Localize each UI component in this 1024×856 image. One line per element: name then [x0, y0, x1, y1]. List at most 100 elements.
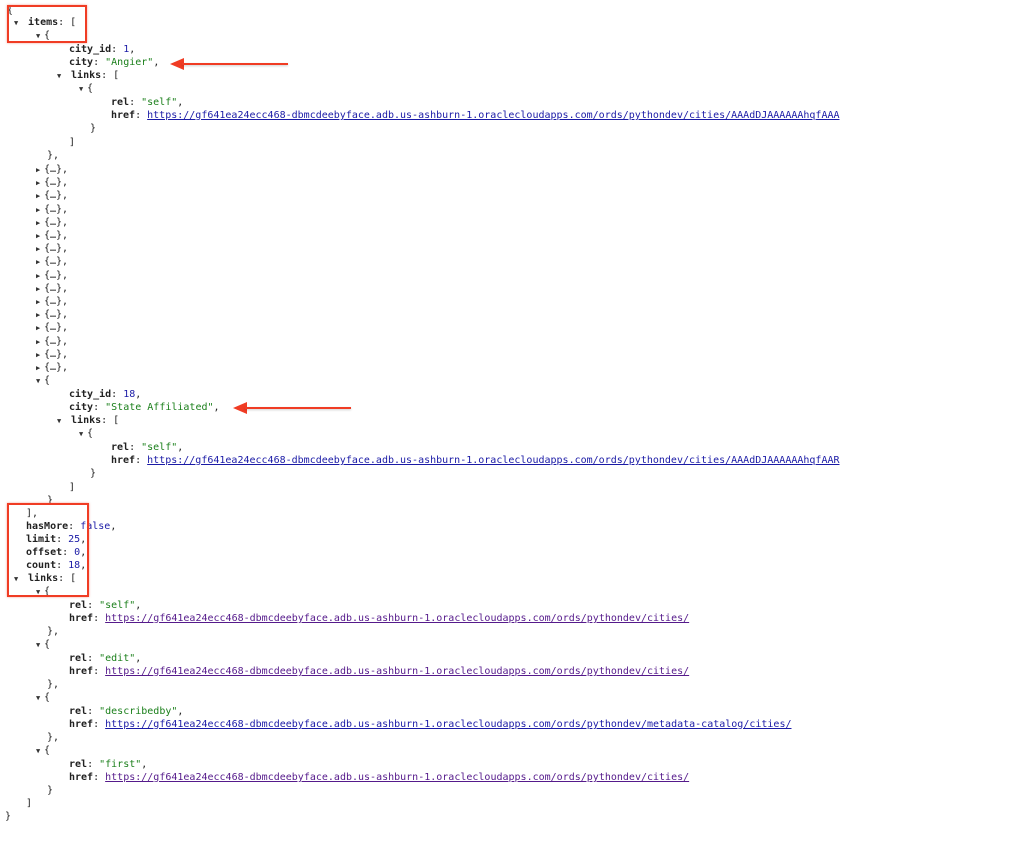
collapsed-item[interactable]: ▶{…},: [36, 164, 69, 175]
expanded-toggle-icon[interactable]: ▼: [36, 641, 41, 649]
collapsed-item[interactable]: ▶{…},: [36, 190, 69, 202]
expanded-toggle-icon[interactable]: ▼: [36, 747, 41, 755]
item-18-link-close: }: [90, 468, 97, 479]
meta-count: count: 18,: [26, 560, 87, 571]
collapsed-item[interactable]: ▶{…},: [36, 203, 69, 215]
collapsed-item[interactable]: ▶{…},: [36, 296, 69, 307]
link-edit-open[interactable]: ▼{: [36, 639, 51, 650]
item-1-open[interactable]: ▼{: [36, 30, 51, 41]
link-first-href: href: https://gf641ea24ecc468-dbmcdeebyf…: [69, 772, 690, 783]
link-edit-close: },: [47, 679, 60, 690]
collapsed-toggle-icon[interactable]: ▶: [36, 192, 41, 201]
item-18-link-rel: rel: "self",: [111, 442, 184, 453]
expanded-toggle-icon[interactable]: ▼: [57, 72, 62, 80]
root-close-brace: }: [5, 811, 12, 822]
link-edit-rel: rel: "edit",: [69, 653, 142, 664]
item-18-city: city: "State Affiliated",: [69, 402, 220, 413]
item-18-open[interactable]: ▼{: [36, 375, 51, 386]
meta-offset: offset: 0,: [26, 547, 87, 558]
expanded-toggle-icon[interactable]: ▼: [79, 85, 84, 93]
link-describedby-rel: rel: "describedby",: [69, 706, 184, 717]
link-first-rel: rel: "first",: [69, 759, 148, 770]
expanded-toggle-icon[interactable]: ▼: [57, 417, 62, 425]
collapsed-toggle-icon[interactable]: ▶: [36, 166, 41, 174]
link-first-close: }: [47, 785, 54, 796]
link-self-close: },: [47, 626, 60, 637]
expanded-toggle-icon[interactable]: ▼: [36, 32, 41, 40]
link-edit-href: href: https://gf641ea24ecc468-dbmcdeebyf…: [69, 666, 690, 677]
collapsed-toggle-icon[interactable]: ▶: [36, 298, 41, 306]
href-link[interactable]: https://gf641ea24ecc468-dbmcdeebyface.ad…: [105, 719, 792, 730]
arrow-to-state-affiliated: [233, 402, 353, 414]
href-link[interactable]: https://gf641ea24ecc468-dbmcdeebyface.ad…: [105, 772, 690, 783]
item-18-links-close: ]: [69, 482, 76, 493]
collapsed-toggle-icon[interactable]: ▶: [36, 337, 41, 346]
collapsed-item[interactable]: ▶{…},: [36, 230, 69, 241]
link-describedby-href: href: https://gf641ea24ecc468-dbmcdeebyf…: [69, 719, 792, 730]
collapsed-toggle-icon[interactable]: ▶: [36, 179, 41, 188]
expanded-toggle-icon[interactable]: ▼: [36, 377, 41, 385]
item-1-close: },: [47, 150, 60, 161]
items-array-box: [7, 5, 87, 43]
collapsed-toggle-icon[interactable]: ▶: [36, 258, 41, 267]
arrow-to-angier: [170, 58, 290, 70]
item-18-links-header[interactable]: ▼ links: [: [57, 415, 120, 426]
collapsed-toggle-icon[interactable]: ▶: [36, 284, 41, 293]
item-1-city: city: "Angier",: [69, 57, 160, 68]
meta-links-close: ]: [26, 798, 33, 809]
collapsed-item[interactable]: ▶{…},: [36, 282, 69, 294]
collapsed-item[interactable]: ▶{…},: [36, 243, 69, 255]
collapsed-item[interactable]: ▶{…},: [36, 309, 69, 321]
item-1-link-href: href: https://gf641ea24ecc468-dbmcdeebyf…: [111, 110, 840, 121]
item-18-link-href: href: https://gf641ea24ecc468-dbmcdeebyf…: [111, 455, 840, 466]
item-1-link-open[interactable]: ▼{: [79, 83, 94, 94]
collapsed-toggle-icon[interactable]: ▶: [36, 364, 41, 372]
collapsed-toggle-icon[interactable]: ▶: [36, 218, 41, 227]
expanded-toggle-icon[interactable]: ▼: [79, 430, 84, 438]
item-1-links-close: ]: [69, 137, 76, 148]
collapsed-toggle-icon[interactable]: ▶: [36, 205, 41, 214]
item-1-link-close: }: [90, 123, 97, 134]
expanded-toggle-icon[interactable]: ▼: [14, 19, 19, 27]
items-array-header[interactable]: ▼ items: [: [14, 17, 77, 28]
expanded-toggle-icon[interactable]: ▼: [36, 694, 41, 702]
href-link[interactable]: https://gf641ea24ecc468-dbmcdeebyface.ad…: [147, 110, 840, 121]
collapsed-item[interactable]: ▶{…},: [36, 256, 69, 268]
collapsed-item[interactable]: ▶{…},: [36, 322, 69, 334]
collapsed-toggle-icon[interactable]: ▶: [36, 324, 41, 333]
collapsed-toggle-icon[interactable]: ▶: [36, 271, 41, 280]
href-link[interactable]: https://gf641ea24ecc468-dbmcdeebyface.ad…: [105, 666, 690, 677]
item-18-link-open[interactable]: ▼{: [79, 428, 94, 439]
collapsed-item[interactable]: ▶{…},: [36, 335, 69, 347]
link-describedby-close: },: [47, 732, 60, 743]
items-key: items: [28, 17, 59, 28]
collapsed-item[interactable]: ▶{…},: [36, 362, 69, 373]
link-describedby-open[interactable]: ▼{: [36, 692, 51, 703]
href-link[interactable]: https://gf641ea24ecc468-dbmcdeebyface.ad…: [105, 613, 690, 624]
item-18-city-id: city_id: 18,: [69, 389, 142, 400]
meta-limit: limit: 25,: [26, 534, 87, 545]
link-first-open[interactable]: ▼{: [36, 745, 51, 756]
link-self-rel: rel: "self",: [69, 600, 142, 611]
item-1-link-rel: rel: "self",: [111, 97, 184, 108]
collapsed-item[interactable]: ▶{…},: [36, 269, 69, 281]
item-1-city-id: city_id: 1,: [69, 44, 136, 55]
items-array-close: ],: [26, 508, 39, 519]
pagination-meta-box: [7, 503, 89, 597]
link-self-href: href: https://gf641ea24ecc468-dbmcdeebyf…: [69, 613, 690, 624]
item-18-close: }: [47, 495, 54, 506]
meta-links-header[interactable]: ▼ links: [: [14, 573, 77, 584]
item-1-links-header[interactable]: ▼ links: [: [57, 70, 120, 81]
root-open-brace: {: [7, 5, 14, 16]
collapsed-toggle-icon[interactable]: ▶: [36, 245, 41, 254]
collapsed-item[interactable]: ▶{…},: [36, 216, 69, 228]
link-self-open[interactable]: ▼{: [36, 586, 51, 597]
collapsed-toggle-icon[interactable]: ▶: [36, 232, 41, 240]
collapsed-toggle-icon[interactable]: ▶: [36, 350, 41, 359]
collapsed-item[interactable]: ▶{…},: [36, 348, 69, 360]
collapsed-toggle-icon[interactable]: ▶: [36, 311, 41, 320]
collapsed-item[interactable]: ▶{…},: [36, 177, 69, 189]
href-link[interactable]: https://gf641ea24ecc468-dbmcdeebyface.ad…: [147, 455, 840, 466]
expanded-toggle-icon[interactable]: ▼: [36, 588, 41, 596]
expanded-toggle-icon[interactable]: ▼: [14, 575, 19, 583]
